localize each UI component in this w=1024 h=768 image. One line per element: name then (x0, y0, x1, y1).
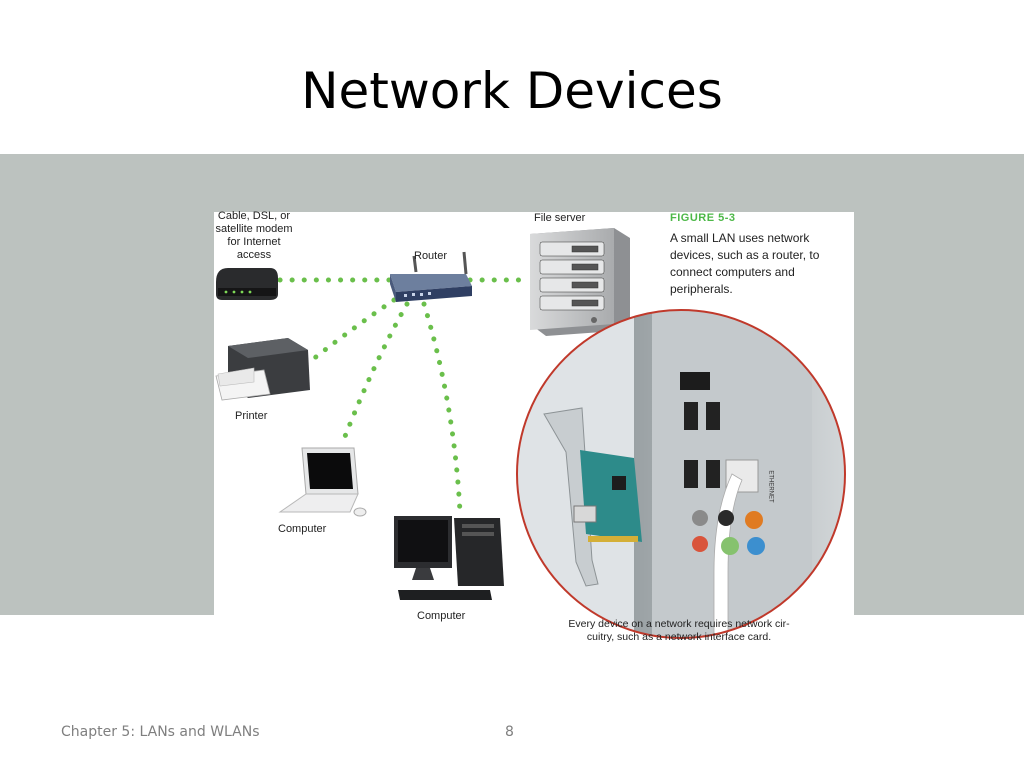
network-card-detail (516, 309, 846, 639)
printer-label: Printer (235, 410, 268, 422)
printer-icon (215, 338, 310, 401)
network-diagram (215, 228, 846, 639)
file-server-label: File server (534, 212, 586, 224)
slide-title: Network Devices (301, 62, 723, 120)
modem-icon (216, 268, 278, 300)
link-router-desktop (421, 301, 463, 515)
ethernet-port-label: ETHERNET (767, 470, 774, 503)
modem-label-line: satellite modem (215, 223, 293, 235)
modem-label-line: Cable, DSL, or (217, 210, 291, 222)
link-router-laptop (339, 301, 410, 447)
nic-caption-line: cuitry, such as a network interface card… (586, 631, 772, 643)
network-figure: Cable, DSL, or satellite modem for Inter… (214, 210, 854, 647)
file-server-icon (530, 228, 630, 336)
modem-label: Cable, DSL, or satellite modem for Inter… (214, 210, 294, 262)
desktop-computer-icon (394, 516, 504, 600)
laptop-icon (278, 447, 367, 517)
desktop-label: Computer (417, 610, 466, 622)
figure-caption: A small LAN uses network devices, such a… (670, 231, 820, 296)
router-label: Router (414, 250, 448, 262)
slide-number: 8 (505, 724, 514, 740)
slide-footer: Chapter 5: LANs and WLANs (61, 724, 260, 740)
nic-caption-line: Every device on a network requires netwo… (568, 618, 790, 630)
network-links (277, 277, 527, 515)
nic-caption: Every device on a network requires netwo… (544, 618, 814, 644)
laptop-label: Computer (278, 523, 327, 535)
link-router-printer (309, 297, 397, 363)
figure-label: FIGURE 5-3 (670, 212, 736, 224)
router-icon (390, 251, 472, 302)
modem-label-line: access (236, 249, 272, 261)
modem-label-line: for Internet (227, 236, 281, 248)
